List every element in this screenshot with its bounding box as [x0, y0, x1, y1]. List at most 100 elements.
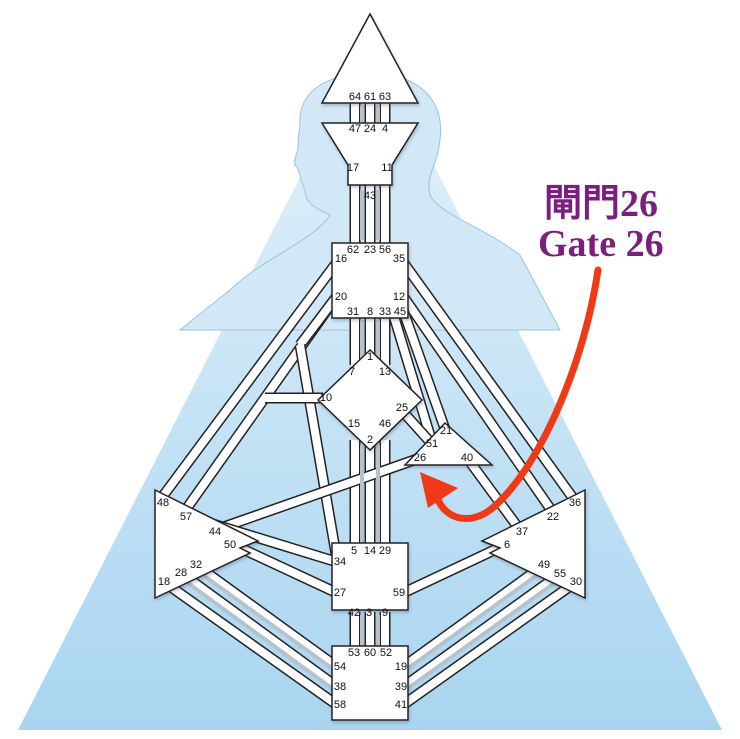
- gate-63-label: 63: [379, 91, 391, 103]
- channel-fill: [296, 293, 341, 348]
- defined-channel-strip: [179, 576, 339, 694]
- throat-center: [331, 242, 409, 319]
- gate-41-label: 41: [395, 699, 407, 711]
- channel-fill: [401, 410, 435, 447]
- gate-32-label: 32: [190, 559, 202, 571]
- gate-28-label: 28: [175, 567, 187, 579]
- gate-27-label: 27: [334, 587, 346, 599]
- channel-fill: [156, 259, 341, 503]
- gate-20-label: 20: [335, 291, 347, 303]
- gate-19-label: 19: [395, 661, 407, 673]
- gate-34-label: 34: [334, 556, 346, 568]
- defined-channel-strip: [401, 568, 546, 674]
- gate-12-label: 12: [393, 291, 405, 303]
- channel-fill: [466, 459, 524, 533]
- gate-33-label: 33: [379, 306, 391, 318]
- callout-gate-label: Gate 26: [538, 223, 664, 265]
- gate-45-label: 45: [394, 306, 406, 318]
- channel-fill: [399, 293, 560, 520]
- gate-57-label: 57: [180, 511, 192, 523]
- gate-30-label: 30: [570, 576, 582, 588]
- gate-53-label: 53: [348, 647, 360, 659]
- gate-59-label: 59: [393, 587, 405, 599]
- channel-fill: [296, 344, 341, 561]
- gate-54-label: 54: [334, 661, 346, 673]
- gate-11-label: 11: [381, 162, 392, 174]
- gate-46-label: 46: [379, 418, 391, 430]
- gate-47-label: 47: [349, 123, 361, 135]
- gate-15-label: 15: [348, 418, 360, 430]
- gate-62-label: 62: [347, 244, 359, 256]
- centers-layer: [154, 12, 586, 721]
- channel-fill: [213, 454, 422, 534]
- gate-58-label: 58: [334, 699, 346, 711]
- sacral-center: [331, 542, 409, 611]
- gate-56-label: 56: [379, 244, 391, 256]
- callout-arrow: [420, 266, 602, 522]
- arrowhead-icon: [420, 472, 458, 508]
- gate-16-label: 16: [335, 253, 347, 265]
- gate-26-label: 26: [414, 452, 426, 464]
- gate-44-label: 44: [209, 526, 221, 538]
- gate-17-label: 17: [347, 162, 359, 174]
- spleen-center: [154, 488, 260, 600]
- gate-42-label: 42: [348, 607, 360, 619]
- gate-10-label: 10: [320, 392, 332, 404]
- defined-channel-strip: [194, 568, 339, 674]
- defined-channel-strip: [401, 577, 562, 694]
- gate-3-label: 3: [366, 607, 372, 619]
- gate-13-label: 13: [379, 366, 391, 378]
- gate-60-label: 60: [364, 647, 376, 659]
- solar-plexus-center: [480, 488, 586, 600]
- gate-4-label: 4: [382, 123, 388, 135]
- gate-52-label: 52: [380, 647, 392, 659]
- root-center: [331, 645, 409, 721]
- heart-center: [403, 421, 494, 466]
- gate-22-label: 22: [547, 511, 559, 523]
- head-center: [320, 12, 420, 104]
- gate-24-label: 24: [364, 123, 376, 135]
- g-center: [316, 348, 424, 452]
- gate-6-label: 6: [504, 539, 510, 551]
- gate-37-label: 37: [516, 526, 528, 538]
- channel-fill: [401, 541, 507, 597]
- channel-fill: [399, 308, 450, 434]
- gate-64-label: 64: [349, 91, 361, 103]
- gate-48-label: 48: [157, 497, 169, 509]
- gate-23-label: 23: [364, 244, 376, 256]
- gate-61-label: 61: [364, 91, 376, 103]
- channel-fill: [400, 578, 579, 709]
- channel-fill: [193, 561, 340, 671]
- gate-5-label: 5: [351, 545, 357, 557]
- gate-9-label: 9: [382, 607, 388, 619]
- gate-7-label: 7: [349, 366, 355, 378]
- gate-50-label: 50: [224, 539, 236, 551]
- ajna-center: [320, 122, 420, 186]
- channel-fill: [161, 578, 340, 709]
- gate-21-label: 21: [440, 425, 452, 437]
- gate-39-label: 39: [395, 681, 407, 693]
- gate-14-label: 14: [364, 545, 376, 557]
- gate-8-label: 8: [367, 306, 373, 318]
- gate-18-label: 18: [158, 576, 170, 588]
- gate-29-label: 29: [379, 545, 391, 557]
- callout-chinese-label: 閘門26: [544, 183, 659, 225]
- gate-35-label: 35: [393, 253, 405, 265]
- channel-fill: [400, 561, 547, 671]
- gate-43-label: 43: [364, 190, 376, 202]
- channel-fill: [400, 570, 563, 691]
- gate-1-label: 1: [367, 351, 373, 363]
- channel-fill: [399, 259, 582, 508]
- gate-31-label: 31: [347, 306, 359, 318]
- gate-38-label: 38: [334, 681, 346, 693]
- gate-36-label: 36: [569, 497, 581, 509]
- channel-fill: [178, 569, 340, 691]
- gate-2-label: 2: [367, 434, 373, 446]
- gate-55-label: 55: [554, 568, 566, 580]
- gate-51-label: 51: [426, 438, 438, 450]
- gate-40-label: 40: [461, 452, 473, 464]
- gate-49-label: 49: [538, 559, 550, 571]
